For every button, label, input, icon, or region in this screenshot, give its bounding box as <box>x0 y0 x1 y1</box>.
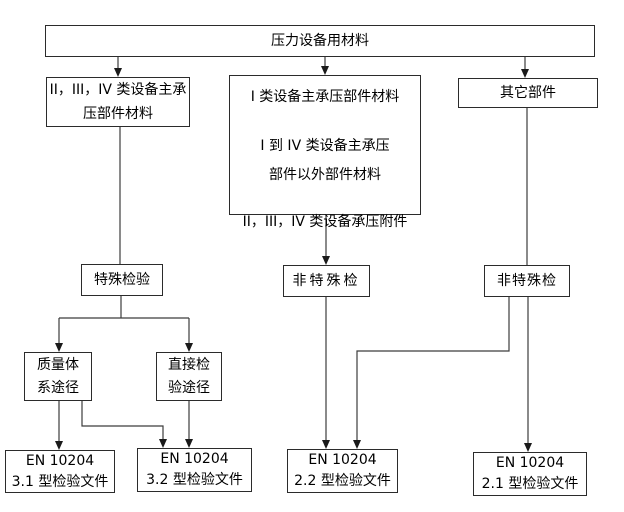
node-non-special-inspection-right: 非特殊检 <box>484 265 570 297</box>
node-label-line4: II，III，IV 类设备承压附件 <box>242 214 408 230</box>
connector-quality-to-en31 <box>55 401 63 450</box>
connector-nonspecial-right-to-en22 <box>353 297 510 449</box>
node-direct-inspection-route: 直接检 验途径 <box>156 352 222 401</box>
node-quality-system-route: 质量体 系途径 <box>24 352 92 401</box>
node-class234-main-pressure-parts: II，III，IV 类设备主承 压部件材料 <box>46 77 190 127</box>
node-label-line1: EN 10204 <box>25 452 95 469</box>
node-label-line2: I 到 IV 类设备主承压 <box>260 138 390 154</box>
connector-special-split <box>55 296 193 352</box>
connector-direct-to-en32 <box>185 401 193 448</box>
node-mixed-materials-group: I 类设备主承压部件材料 I 到 IV 类设备主承压 部件以外部件材料 II，I… <box>229 75 421 230</box>
connector-root-to-left <box>114 57 122 77</box>
node-label-line2: 3.2 型检验文件 <box>146 472 243 488</box>
node-label-line2: 2.2 型检验文件 <box>294 473 391 489</box>
node-label-line1: II，III，IV 类设备主承 <box>49 82 187 98</box>
node-special-inspection: 特殊检验 <box>81 264 163 296</box>
node-label-line1: EN 10204 <box>308 452 377 468</box>
node-pressure-equipment-materials: 压力设备用材料 <box>45 25 595 57</box>
node-label-line2: 压部件材料 <box>83 106 153 122</box>
connector-root-to-middle <box>321 57 329 75</box>
node-en10204-2-1-document: EN 10204 2.1 型检验文件 <box>473 452 587 496</box>
node-label: 特殊检验 <box>94 271 150 288</box>
node-en10204-3-2-document: EN 10204 3.2 型检验文件 <box>137 448 252 492</box>
node-label: 其它部件 <box>500 84 556 101</box>
node-label: 非特殊检 <box>292 272 361 289</box>
connector-quality-to-en32 <box>81 401 167 448</box>
node-label-line1: EN 10204 <box>495 455 565 471</box>
node-label-line2: 2.1 型检验文件 <box>481 476 579 492</box>
node-label-line1: EN 10204 <box>160 451 229 467</box>
node-other-parts: 其它部件 <box>458 78 598 108</box>
node-en10204-2-2-document: EN 10204 2.2 型检验文件 <box>287 449 398 493</box>
node-en10204-3-1-document: EN 10204 3.1 型检验文件 <box>5 450 115 493</box>
connector-nonspecial-right-to-en21 <box>524 297 532 452</box>
connector-nonspecial-mid-to-en22 <box>322 297 330 449</box>
node-label: 压力设备用材料 <box>271 32 369 49</box>
node-label: 非特殊检 <box>497 272 557 289</box>
node-label-line1: 质量体 <box>37 356 79 373</box>
node-label-line1: 直接检 <box>168 356 210 373</box>
node-label-line2: 系途径 <box>37 379 79 396</box>
node-label-line2: 验途径 <box>168 379 210 396</box>
node-non-special-inspection-middle: 非特殊检 <box>283 265 370 297</box>
connector-root-to-other <box>521 57 529 78</box>
node-label-line1: I 类设备主承压部件材料 <box>250 89 400 105</box>
node-label-line2: 3.1 型检验文件 <box>11 473 109 490</box>
node-label-line3: 部件以外部件材料 <box>269 167 381 183</box>
